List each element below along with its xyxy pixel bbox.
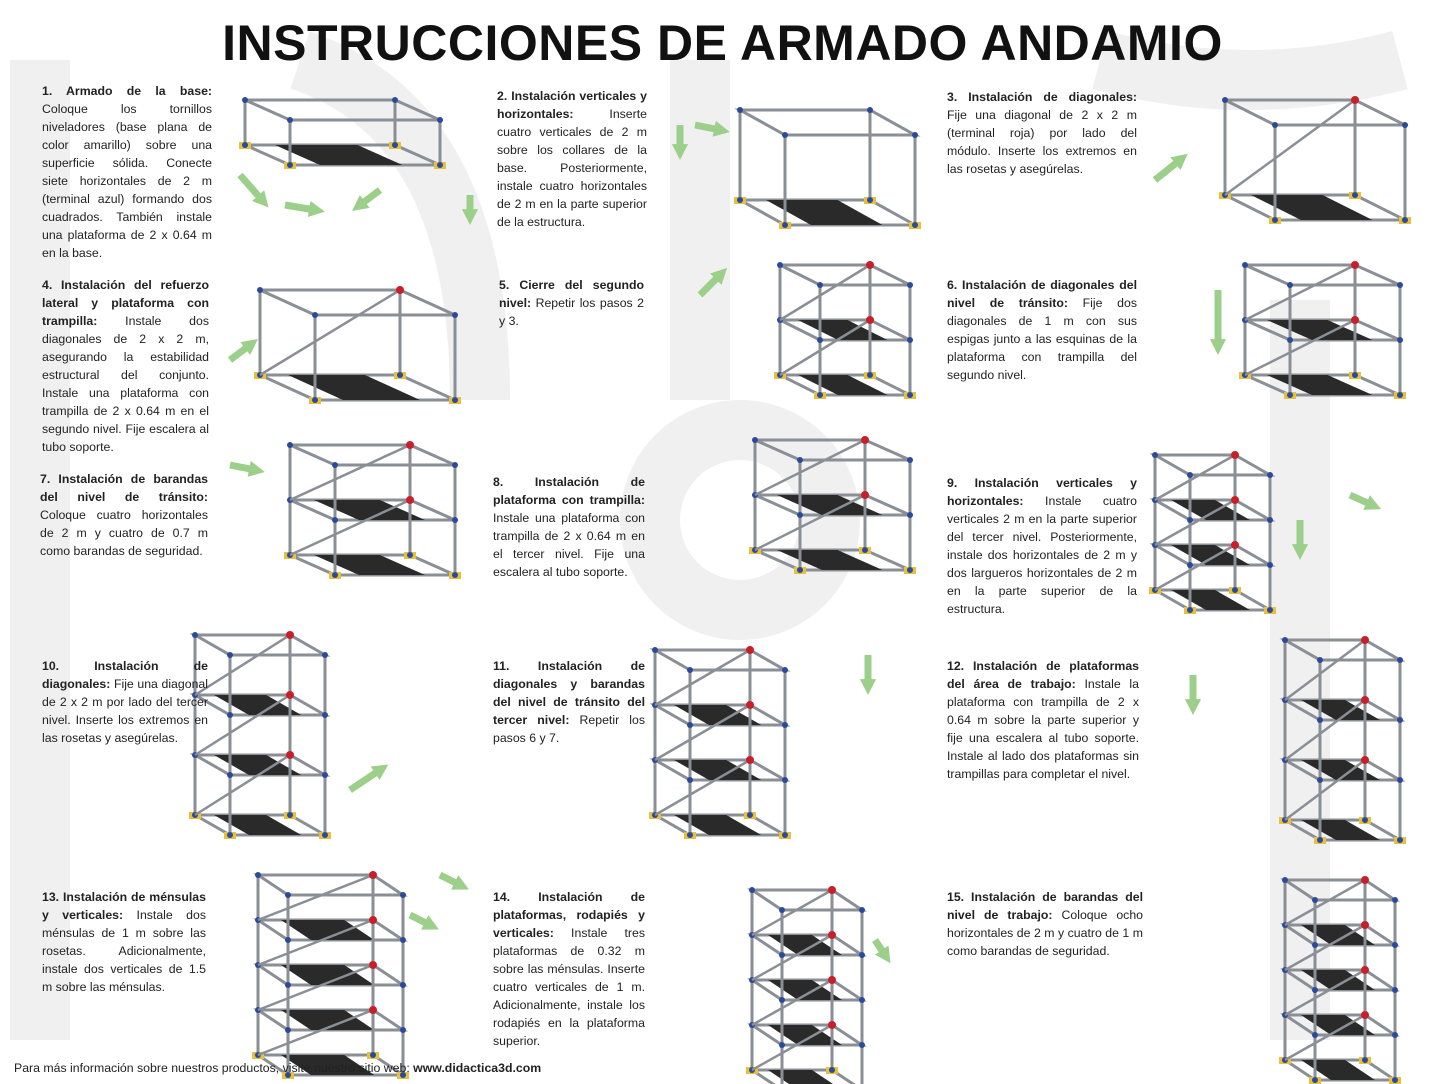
step-body: Instale la plataforma con trampilla de 2…	[947, 677, 1139, 781]
scaffold-step-14	[746, 886, 867, 1084]
scaffold-step-13	[252, 871, 409, 1079]
assembly-arrow	[694, 120, 730, 137]
step-15: 15. Instalación de barandas del nivel de…	[947, 888, 1143, 960]
step-heading: 9. Instalación verticales y horizontales…	[947, 476, 1137, 508]
assembly-arrow	[1152, 153, 1188, 183]
footer-text: Para más información sobre nuestros prod…	[14, 1061, 414, 1075]
step-9: 9. Instalación verticales y horizontales…	[947, 474, 1137, 618]
scaffold-step-6	[1239, 261, 1406, 399]
assembly-arrow	[438, 871, 469, 890]
scaffold-step-2	[734, 107, 921, 229]
step-body: Fije una diagonal de 2 x 2 m (terminal r…	[947, 108, 1137, 176]
step-body: Repetir los pasos 6 y 7.	[493, 713, 646, 745]
step-heading: 11. Instalación de diagonales y barandas…	[493, 659, 645, 727]
step-body: Coloque ocho horizontales de 2 m y cuatr…	[947, 908, 1143, 958]
assembly-arrow	[872, 938, 891, 964]
footer: Para más información sobre nuestros prod…	[14, 1061, 541, 1075]
step-body: Fije una diagonal de 2 x 2 m por lado de…	[42, 677, 208, 745]
step-body: Coloque cuatro horizontales de 2 m y cua…	[40, 508, 208, 558]
step-body: Instale tres plataformas de 0.32 m sobre…	[493, 926, 645, 1048]
assembly-arrow	[229, 460, 265, 477]
step-heading: 14. Instalación de plataformas, rodapiés…	[493, 890, 645, 940]
scaffold-step-4	[254, 286, 461, 404]
step-4: 4. Instalación del refuerzo lateral y pl…	[42, 276, 209, 456]
step-12: 12. Instalación de plataformas del área …	[947, 657, 1139, 783]
step-body: Fije dos diagonales de 1 m con sus espig…	[947, 296, 1137, 382]
step-body: Inserte cuatro verticales de 2 m sobre l…	[497, 107, 647, 229]
step-3: 3. Instalación de diagonales: Fije una d…	[947, 88, 1137, 178]
step-heading: 1. Armado de la base:	[42, 84, 212, 98]
scaffold-step-7	[284, 441, 461, 579]
step-1: 1. Armado de la base: Coloque los tornil…	[42, 82, 212, 262]
assembly-arrow	[859, 655, 877, 695]
step-body: Instale dos ménsulas de 1 m sobre las ro…	[42, 908, 206, 994]
step-11: 11. Instalación de diagonales y barandas…	[493, 657, 645, 747]
step-heading: 2. Instalación verticales y horizontales…	[497, 89, 647, 121]
step-6: 6. Instalación de diagonales del nivel d…	[947, 276, 1137, 384]
assembly-arrow	[671, 125, 689, 160]
scaffold-step-5	[774, 261, 916, 399]
step-13: 13. Instalación de ménsulas y verticales…	[42, 888, 206, 996]
step-body: Coloque los tornillos niveladores (base …	[42, 102, 212, 260]
scaffold-step-3	[1219, 96, 1411, 224]
assembly-arrow	[408, 911, 439, 930]
assembly-arrow	[697, 267, 728, 298]
step-7: 7. Instalación de barandas del nivel de …	[40, 470, 208, 560]
step-body: Instale cuatro verticales 2 m en la part…	[947, 494, 1137, 616]
step-heading: 5. Cierre del segundo nivel:	[499, 278, 644, 310]
step-heading: 6. Instalación de diagonales del nivel d…	[947, 278, 1137, 310]
step-heading: 7. Instalación de barandas del nivel de …	[40, 472, 208, 504]
assembly-arrow	[1291, 520, 1309, 560]
assembly-arrow	[1348, 491, 1382, 510]
step-body: Instale dos diagonales de 2 x 2 m, asegu…	[42, 314, 209, 454]
step-heading: 13. Instalación de ménsulas y verticales…	[42, 890, 206, 922]
scaffold-step-11	[649, 646, 791, 839]
assembly-arrow	[227, 339, 258, 363]
step-heading: 4. Instalación del refuerzo lateral y pl…	[42, 278, 209, 328]
step-heading: 15. Instalación de barandas del nivel de…	[947, 890, 1143, 922]
assembly-arrow	[1184, 675, 1202, 715]
page-title: INSTRUCCIONES DE ARMADO ANDAMIO	[222, 15, 1223, 71]
scaffold-step-9	[1149, 451, 1276, 614]
assembly-arrow	[461, 195, 479, 225]
step-5: 5. Cierre del segundo nivel: Repetir los…	[499, 276, 644, 330]
step-14: 14. Instalación de plataformas, rodapiés…	[493, 888, 645, 1050]
website-link[interactable]: www.didactica3d.com	[413, 1061, 542, 1075]
step-heading: 12. Instalación de plataformas del área …	[947, 659, 1139, 691]
step-heading: 10. Instalación de diagonales:	[42, 659, 208, 691]
scaffold-step-8	[749, 436, 916, 574]
scaffold-step-10	[189, 631, 331, 839]
assembly-arrow	[1209, 290, 1227, 355]
assembly-arrow	[352, 187, 383, 211]
step-heading: 8. Instalación de plataforma con trampil…	[493, 475, 645, 507]
step-body: Instale una plataforma con trampilla de …	[493, 511, 645, 579]
scaffold-step-15	[1279, 876, 1401, 1084]
step-2: 2. Instalación verticales y horizontales…	[497, 87, 647, 231]
step-body: Repetir los pasos 2 y 3.	[499, 296, 644, 328]
assembly-arrow	[237, 172, 269, 208]
assembly-arrow	[284, 201, 325, 218]
step-heading: 3. Instalación de diagonales:	[947, 90, 1137, 104]
step-8: 8. Instalación de plataforma con trampil…	[493, 473, 645, 581]
scaffold-step-12	[1279, 636, 1406, 844]
scaffold-step-1	[239, 97, 446, 169]
assembly-arrow	[348, 764, 389, 793]
step-10: 10. Instalación de diagonales: Fije una …	[42, 657, 208, 747]
